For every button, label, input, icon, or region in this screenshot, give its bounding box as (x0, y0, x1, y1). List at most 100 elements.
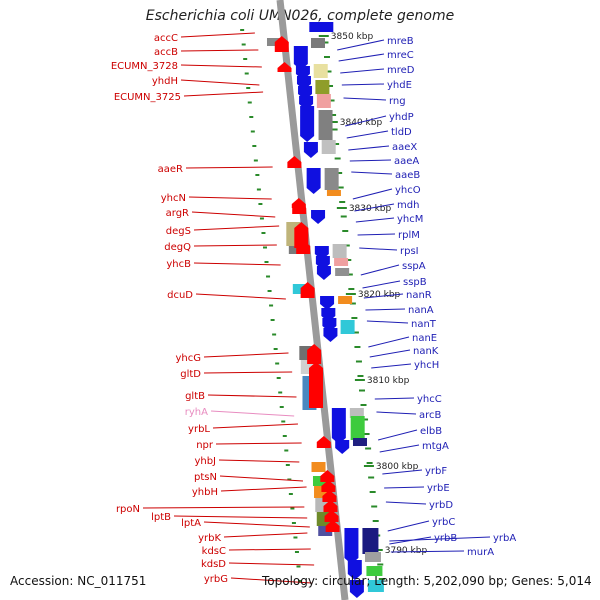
accession-label: Accession: NC_011751 (10, 574, 147, 588)
left-gene-label: yhbH (192, 487, 218, 498)
right-gene-label: yrbE (427, 483, 450, 494)
forward-strand-arrow (323, 500, 338, 512)
cog-block (332, 244, 347, 258)
map-title: Escherichia coli UMN026, complete genome (145, 8, 455, 24)
right-gene-label: aaeX (392, 142, 417, 153)
leader-line (387, 520, 430, 532)
forward-strand-arrow (322, 490, 337, 502)
leader-line (218, 459, 300, 463)
right-gene-label: yhdE (387, 80, 412, 91)
forward-strand-arrow (320, 470, 335, 482)
right-gene-label: yrbF (425, 466, 447, 477)
leader-line (355, 217, 395, 223)
left-gene-label: yhdH (152, 76, 178, 87)
left-gene-label: yrbL (188, 424, 210, 435)
left-gene-label: ECUMN_3725 (114, 92, 181, 103)
leader-line (341, 83, 385, 86)
right-gene-label: rng (389, 96, 406, 107)
left-gene-label: lptA (181, 518, 201, 529)
leader-line (215, 442, 302, 445)
leader-line (219, 475, 304, 482)
left-gene-label: ECUMN_3728 (111, 61, 178, 72)
leader-line (228, 562, 315, 566)
left-gene-label: gltB (185, 391, 205, 402)
leader-line (212, 423, 298, 429)
reverse-strand-arrow (306, 168, 321, 194)
leader-line (351, 171, 393, 175)
reverse-strand-arrow (300, 106, 315, 142)
leader-line (374, 397, 415, 400)
left-gene-label: degQ (164, 242, 191, 253)
right-gene-label: yhcH (414, 360, 439, 371)
leader-line (385, 501, 427, 505)
leader-line (185, 166, 273, 169)
cog-block (321, 140, 336, 154)
right-gene-label: murA (467, 547, 494, 558)
leader-line (180, 49, 259, 52)
cog-block (288, 246, 303, 254)
forward-strand-arrow (274, 36, 289, 52)
forward-strand-arrow (309, 362, 324, 408)
right-gene-label: rplM (398, 230, 420, 241)
cog-block (292, 284, 307, 294)
leader-line (390, 550, 465, 553)
leader-line (173, 515, 308, 519)
right-gene-label: mreC (387, 50, 414, 61)
left-gene-label: kdsC (202, 546, 226, 557)
reverse-strand-arrow (331, 408, 346, 444)
leader-line (183, 91, 264, 97)
leader-line (207, 394, 297, 398)
leader-line (357, 233, 396, 236)
leader-line (362, 280, 401, 289)
leader-line (363, 293, 404, 299)
forward-strand-arrow (287, 156, 302, 168)
leader-line (193, 262, 281, 266)
leader-line (188, 196, 272, 200)
leader-line (203, 371, 293, 374)
forward-strand-arrow (324, 510, 339, 522)
left-gene-label: degS (166, 226, 191, 237)
left-gene-label: ryhA (185, 407, 208, 418)
left-gene-label: yhcG (175, 353, 201, 364)
right-gene-label: aaeA (394, 156, 419, 167)
leader-line (180, 64, 262, 68)
leader-line (180, 79, 260, 86)
leader-line (142, 506, 305, 509)
forward-strand-arrow (292, 202, 307, 214)
leader-line (343, 97, 387, 101)
left-gene-label: aaeR (158, 164, 183, 175)
left-gene-label: yhcB (166, 259, 191, 270)
leader-line (193, 225, 280, 231)
left-gene-label: rpoN (116, 504, 140, 515)
reverse-strand-arrow (316, 266, 331, 280)
leader-line (369, 349, 411, 358)
cog-block (350, 416, 365, 440)
right-gene-label: mreD (387, 65, 415, 76)
leader-line (346, 130, 389, 139)
right-gene-label: yhdP (389, 112, 414, 123)
right-gene-label: nanE (412, 333, 437, 344)
scale-label: 3790 kbp (385, 546, 428, 556)
reverse-strand-arrow (349, 580, 364, 598)
cog-block (326, 190, 341, 196)
leader-line (359, 247, 398, 251)
forward-strand-arrow (307, 344, 322, 364)
leader-line (191, 211, 276, 218)
leader-line (228, 548, 311, 551)
leader-line (345, 115, 387, 127)
genome-summary: Topology: circular; Length: 5,202,090 bp… (262, 574, 592, 588)
reverse-strand-arrow (293, 46, 308, 70)
cog-block (310, 38, 325, 48)
right-gene-label: arcB (419, 410, 442, 421)
right-gene-label: yhcM (397, 214, 423, 225)
left-gene-label: argR (166, 208, 189, 219)
right-gene-label: nanT (411, 319, 437, 330)
right-gene-label: sspB (403, 277, 427, 288)
left-gene-label: kdsD (201, 559, 226, 570)
leader-line (195, 293, 286, 300)
cog-block (367, 580, 384, 592)
right-gene-label: yhcO (395, 185, 421, 196)
leader-line (371, 363, 412, 369)
leader-line (338, 53, 385, 62)
